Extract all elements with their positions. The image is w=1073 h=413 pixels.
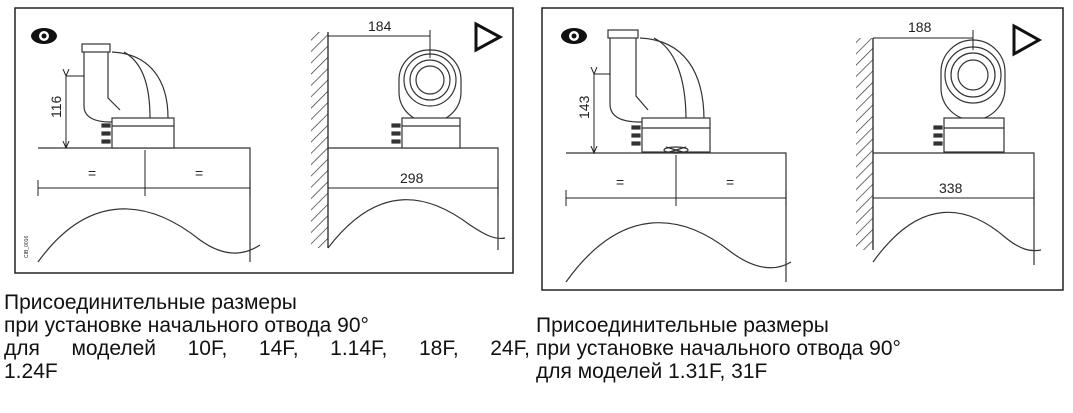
elbow-front-right: [933, 39, 1006, 153]
caption-right-line2: при установке начального отвода 90°: [536, 337, 901, 360]
elbow-side-right: [607, 29, 711, 154]
side-code: CIB_0016: [24, 236, 30, 258]
dim-width-left-label: 298: [400, 170, 424, 186]
caption-word: 1.14F,: [330, 337, 388, 360]
dim-height-left-label: 116: [48, 95, 64, 118]
dim-wall-right-label: 188: [908, 19, 932, 35]
caption-left-line4: 1.24F: [4, 360, 58, 383]
dim-height-right-label: 143: [576, 95, 592, 119]
elbow-front-left: [391, 49, 462, 149]
dim-height-left: [66, 76, 84, 148]
caption-word: 10F,: [187, 337, 228, 360]
dim-width-right-label: 338: [939, 180, 963, 196]
caption-left-line1: Присоединительные размеры: [4, 291, 297, 314]
equal-left-b: =: [195, 165, 203, 181]
frame-right: [541, 7, 1064, 291]
caption-word: 24F,: [490, 337, 530, 360]
wall-hatch-left: [311, 32, 328, 248]
diagram-right: 143 = = 188: [541, 7, 1064, 291]
dim-height-right: [594, 74, 610, 153]
equal-right-b: =: [726, 174, 734, 190]
diagram-panel-left: 116 = = CIB_0016: [0, 0, 530, 413]
elbow-side-left: [81, 43, 175, 149]
frame-left: [14, 7, 514, 274]
viewer-arrow-icon: [1012, 23, 1043, 57]
diagram-left: 116 = = CIB_0016: [14, 7, 514, 274]
boiler-left-wave: [37, 208, 261, 263]
viewer-arrow-icon: [474, 21, 504, 53]
caption-word: для: [4, 337, 40, 360]
caption-left: Присоединительные размеры при установке …: [4, 291, 530, 383]
caption-left-line3: для моделей 10F, 14F, 1.14F, 18F, 24F,: [4, 337, 530, 360]
caption-word: моделей: [71, 337, 157, 360]
caption-right-line1: Присоединительные размеры: [536, 314, 829, 337]
equal-right-a: =: [616, 174, 624, 190]
caption-right: Присоединительные размеры при установке …: [536, 314, 901, 383]
dim-wall-left-label: 184: [368, 18, 392, 34]
wall-hatch-right: [856, 38, 873, 250]
caption-left-line2: при установке начального отвода 90°: [4, 314, 369, 337]
diagram-panel-right: 143 = = 188: [536, 0, 1073, 413]
equal-left-a: =: [88, 165, 96, 181]
boiler-left-body: [38, 147, 251, 262]
caption-word: 14F,: [258, 337, 299, 360]
caption-word: 18F,: [418, 337, 459, 360]
eye-icon: [561, 28, 587, 44]
eye-icon: [31, 28, 57, 44]
caption-right-line3: для моделей 1.31F, 31F: [536, 360, 768, 383]
